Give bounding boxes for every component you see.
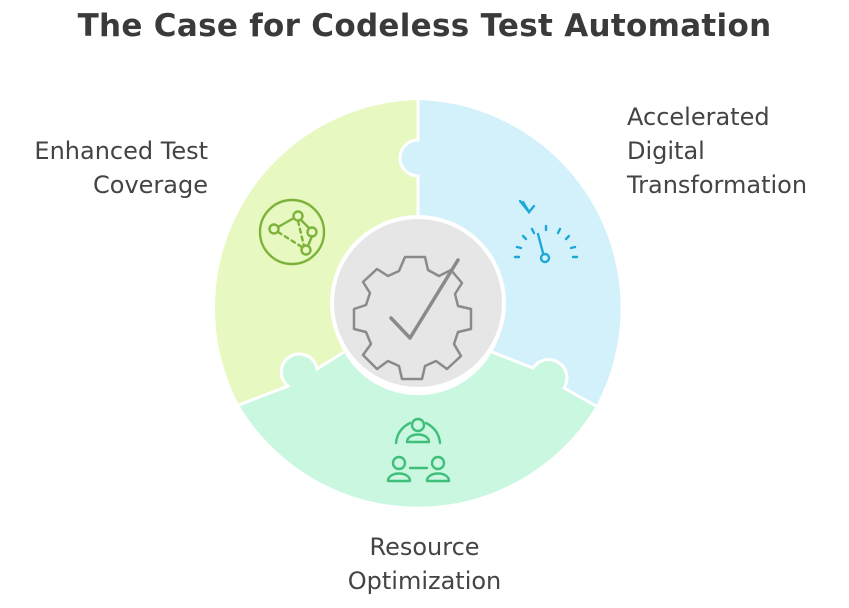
label-line: Coverage — [93, 171, 208, 199]
label-line: Digital — [627, 137, 705, 165]
label-resource-optimization: Resource Optimization — [0, 530, 849, 598]
gear-check-icon — [352, 255, 473, 381]
diagram-title: The Case for Codeless Test Automation — [77, 8, 772, 44]
label-line: Accelerated — [627, 103, 770, 131]
center-circle — [330, 215, 506, 391]
label-enhanced-test-coverage: Enhanced Test Coverage — [34, 134, 208, 202]
speedometer-icon — [513, 199, 579, 264]
label-line: Enhanced Test — [34, 137, 208, 165]
label-line: Optimization — [347, 567, 502, 595]
segment-accelerated-digital-transformation — [400, 100, 621, 406]
network-nodes-icon — [258, 198, 326, 266]
segment-resource-optimization — [239, 352, 596, 507]
label-accelerated-digital-transformation: Accelerated Digital Transformation — [627, 100, 807, 202]
label-line: Transformation — [627, 171, 808, 199]
team-collaboration-icon — [386, 417, 451, 483]
label-line: Resource — [369, 533, 480, 561]
